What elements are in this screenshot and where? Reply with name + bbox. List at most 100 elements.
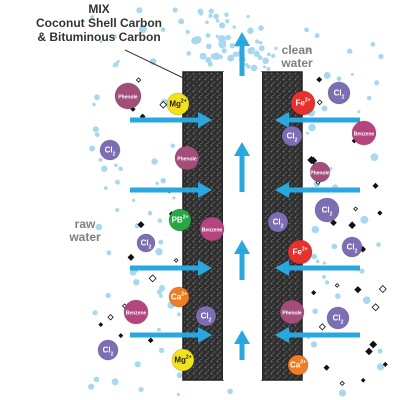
- contaminant-speck: [148, 274, 157, 283]
- water-flow-arrows: [130, 32, 360, 360]
- water-bubble: [115, 179, 120, 185]
- water-bubble: [101, 165, 108, 172]
- water-bubble: [178, 18, 185, 25]
- water-bubble: [111, 378, 119, 386]
- contaminant-speck: [371, 303, 380, 312]
- clean-water-bubble: [221, 36, 225, 40]
- molecule-phenole: Phenole: [309, 161, 331, 183]
- molecule-label: Benzene: [354, 132, 375, 138]
- water-bubble: [158, 285, 166, 292]
- molecule-label: Mg2+: [174, 355, 191, 365]
- water-bubble: [218, 39, 227, 47]
- molecule-label: Cl2: [322, 206, 333, 218]
- inflow-arrow-left: [130, 112, 212, 128]
- water-bubble: [262, 57, 269, 65]
- molecule-label: Ca2+: [171, 292, 187, 302]
- molecule-label: Cl2: [347, 243, 358, 255]
- water-bubble: [172, 196, 176, 200]
- water-bubble: [311, 253, 318, 260]
- water-bubble: [151, 158, 158, 165]
- inflow-arrow-left: [130, 327, 212, 343]
- raw-water-label: raw water: [60, 218, 110, 244]
- water-bubble: [133, 278, 140, 286]
- water-bubble: [103, 186, 108, 191]
- molecule-magnesium: Mg2+: [166, 92, 190, 116]
- molecule-iron: Fe2+: [290, 90, 316, 116]
- water-bubble: [271, 53, 276, 58]
- water-bubble: [93, 376, 100, 383]
- molecule-label: Phenole: [118, 95, 138, 101]
- molecule-label: Benzene: [202, 228, 223, 234]
- clean-water-bubble: [215, 34, 219, 39]
- water-bubble: [362, 296, 371, 305]
- water-bubble: [274, 46, 278, 51]
- clean-water-bubble: [218, 54, 223, 59]
- molecule-chlorine: Cl2: [267, 211, 289, 233]
- water-bubble: [136, 7, 143, 14]
- contaminant-speck: [137, 221, 145, 229]
- molecule-chlorine: Cl2: [99, 139, 121, 161]
- clean-water-bubble: [258, 45, 265, 52]
- water-bubble: [323, 71, 331, 79]
- mix-label-block: MIX Coconut Shell Carbon & Bituminous Ca…: [14, 2, 184, 44]
- mix-title: MIX: [88, 2, 110, 16]
- water-bubble: [92, 126, 99, 133]
- water-bubble: [360, 215, 369, 224]
- molecule-label: Phenole: [282, 311, 302, 317]
- molecule-label: Cl2: [333, 314, 344, 326]
- clean-water-bubble: [224, 12, 229, 17]
- water-bubble: [115, 207, 120, 213]
- molecule-chlorine: Cl2: [341, 236, 363, 258]
- contaminant-speck: [372, 182, 379, 189]
- water-bubble: [359, 268, 365, 274]
- water-bubble: [157, 218, 163, 223]
- water-bubble: [205, 20, 209, 25]
- clean-water-bubble: [253, 50, 260, 57]
- clean-flow-arrow: [234, 142, 250, 192]
- clean-water-bubble: [225, 19, 230, 24]
- water-bubble: [106, 250, 112, 256]
- clean-water-bubble: [254, 39, 260, 44]
- water-bubble: [147, 210, 153, 216]
- molecule-label: Phenole: [310, 171, 330, 177]
- water-bubble: [176, 392, 180, 396]
- molecule-chlorine: Cl2: [195, 305, 217, 327]
- clean-flow-arrow: [234, 240, 250, 280]
- molecule-chlorine: Cl2: [326, 306, 350, 330]
- clean-water-bubble: [232, 25, 236, 29]
- water-bubble: [170, 143, 176, 149]
- contaminant-speck: [316, 76, 323, 83]
- molecule-label: PB2+: [172, 215, 189, 225]
- water-bubble: [92, 310, 98, 316]
- molecule-label: Cl2: [273, 218, 284, 230]
- water-bubble: [129, 269, 137, 276]
- water-bubble: [94, 94, 100, 101]
- water-bubble: [134, 361, 141, 368]
- clean-water-bubble: [213, 55, 217, 59]
- contaminant-speck: [330, 219, 337, 227]
- molecule-calcium: Ca2+: [168, 286, 190, 308]
- water-bubble: [311, 225, 320, 234]
- water-bubble: [155, 248, 163, 256]
- water-bubble: [116, 59, 120, 64]
- molecule-phenole: Phenole: [279, 299, 305, 325]
- water-bubble: [329, 166, 333, 171]
- water-bubble: [305, 47, 312, 53]
- clean-water-bubble: [244, 63, 249, 67]
- clean-water-label: clean water: [272, 44, 322, 70]
- contaminant-speck: [382, 361, 388, 367]
- contaminant-speck: [353, 206, 359, 212]
- water-bubble: [89, 145, 96, 152]
- water-bubble: [322, 261, 327, 265]
- water-bubble: [160, 27, 166, 33]
- water-bubble: [258, 40, 263, 45]
- water-bubble: [229, 42, 235, 49]
- water-bubble: [308, 123, 316, 132]
- molecule-chlorine: Cl2: [136, 233, 156, 253]
- contaminant-speck: [318, 323, 326, 331]
- clean-water-bubble: [221, 48, 227, 54]
- clean-water-bubble: [218, 22, 226, 29]
- water-bubble: [158, 239, 164, 245]
- clean-water-bubble: [201, 54, 207, 59]
- molecule-phenole: Phenole: [114, 82, 142, 110]
